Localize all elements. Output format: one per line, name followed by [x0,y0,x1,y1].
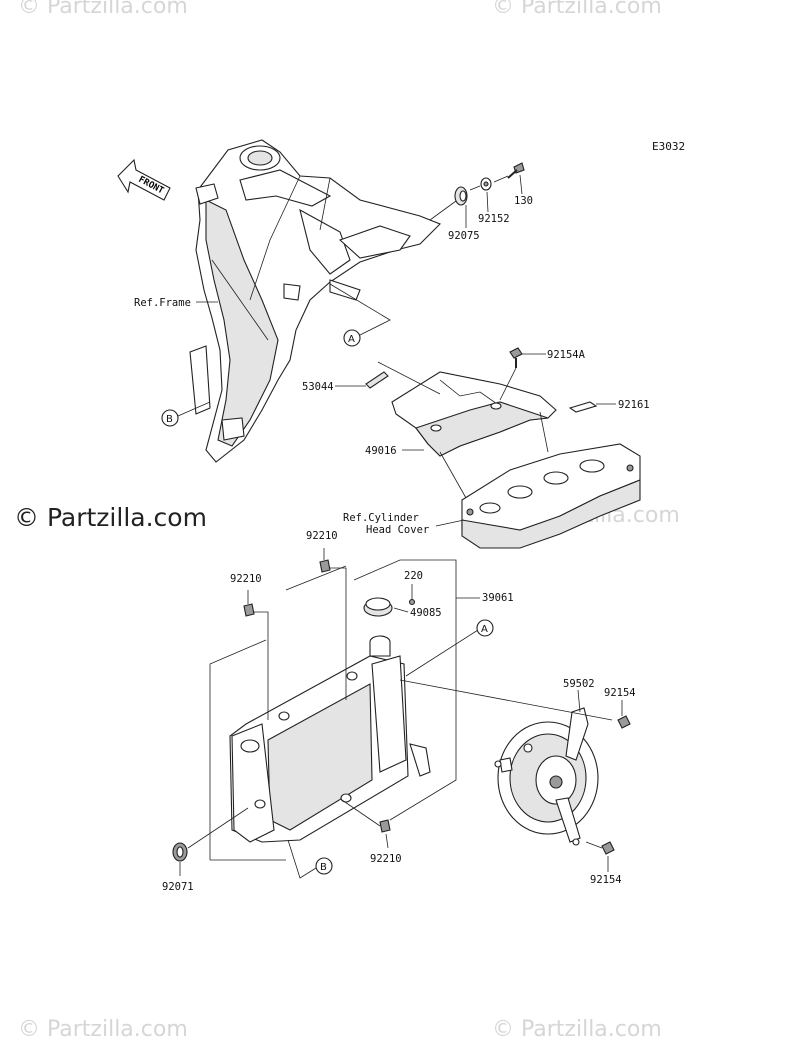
radiator-illustration [229,655,431,843]
cylinder-head-cover-illustration [461,443,641,549]
frame-illustration [189,139,441,463]
label-92154-lower: 92154 [590,874,622,886]
part-49016-illustration [391,371,557,457]
watermark-bottom-right: © Partzilla.com [492,1017,662,1042]
label-130: 130 [514,195,533,207]
part-92210-clip-1 [319,559,331,573]
label-92210-left: 92210 [230,573,262,585]
label-220: 220 [404,570,423,582]
diagram-code: E3032 [652,140,686,153]
part-92154-bolt-lower [601,841,615,855]
part-130-illustration [507,162,525,179]
part-92154-bolt-upper [617,715,631,729]
label-53044: 53044 [302,381,334,393]
part-49085-illustration [363,597,393,617]
label-92075: 92075 [448,230,480,242]
part-220-illustration [408,598,416,606]
front-arrow-icon: FRONT [117,158,171,201]
label-39061: 39061 [482,592,514,604]
label-92210-top: 92210 [306,530,338,542]
part-92071-illustration [172,842,188,862]
label-49016: 49016 [365,445,397,457]
part-92154a-illustration [509,347,523,368]
part-92210-clip-3 [379,819,391,833]
label-92210-bottom: 92210 [370,853,402,865]
part-92075-illustration [454,186,468,206]
marker-b-upper: B [166,414,173,425]
watermark-top-right: © Partzilla.com [492,0,662,19]
part-92210-clip-2 [243,603,255,617]
watermark-main: © Partzilla.com [14,503,207,532]
marker-b-lower: B [320,862,327,873]
marker-a-upper: A [348,334,355,345]
label-92154-upper: 92154 [604,687,636,699]
radiator-filler-neck [369,635,391,657]
part-92152-illustration [480,177,492,191]
label-49085: 49085 [410,607,442,619]
part-59502-fan-illustration [494,707,599,846]
marker-a-lower: A [481,624,488,635]
part-53044-illustration [365,371,389,389]
label-92152: 92152 [478,213,510,225]
label-ref-cylinder: Ref.Cylinder [343,512,419,524]
label-92154a: 92154A [547,349,586,361]
label-ref-head-cover: Head Cover [366,524,429,536]
label-92071: 92071 [162,881,194,893]
watermark-top-left: © Partzilla.com [18,0,188,19]
watermark-bottom-left: © Partzilla.com [18,1017,188,1042]
label-92161: 92161 [618,399,650,411]
part-92161-illustration [568,401,598,413]
label-59502: 59502 [563,678,595,690]
label-ref-frame: Ref.Frame [134,297,191,309]
